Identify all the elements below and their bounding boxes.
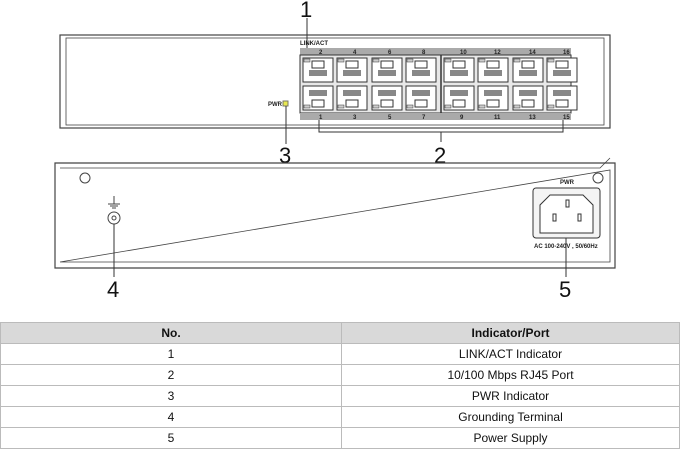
port-number: 10 [460,50,467,56]
port-number: 9 [460,115,464,121]
pwr-label: PWR [268,102,283,108]
port-label-strip-top [300,48,571,55]
cell-indicator: Power Supply [341,427,680,449]
port-number: 2 [319,50,323,56]
port-label-strip-bottom [300,113,571,120]
rj45-port-icon [512,57,544,83]
rj45-port-icon [443,85,475,111]
callout-5: 5 [559,277,571,302]
rj45-port-icon [336,85,368,111]
cell-indicator: PWR Indicator [341,385,680,407]
front-panel [59,34,611,129]
port-number: 4 [353,50,357,56]
port-number: 7 [422,115,426,121]
cell-no: 4 [0,406,342,428]
rear-panel [54,157,616,269]
grounding-terminal-icon [107,196,121,225]
port-number: 5 [388,115,392,121]
callout-2: 2 [434,143,446,168]
cell-indicator: 10/100 Mbps RJ45 Port [341,364,680,386]
rj45-port-icon [371,85,403,111]
header-no: No. [0,322,342,344]
port-number: 3 [353,115,357,121]
rj45-port-icon [302,85,334,111]
cell-no: 3 [0,385,342,407]
cell-no: 1 [0,343,342,365]
link-act-label: LINK/ACT [300,41,328,47]
cell-no: 5 [0,427,342,449]
rear-pwr-label: PWR [560,180,575,186]
pwr-led [282,100,289,107]
cell-indicator: Grounding Terminal [341,406,680,428]
port-number: 11 [494,115,501,121]
rj45-port-icon [512,85,544,111]
port-number: 14 [529,50,536,56]
port-number: 6 [388,50,392,56]
rj45-port-icon [405,57,437,83]
port-number: 8 [422,50,426,56]
rj45-port-icon [302,57,334,83]
rj45-port-icon [371,57,403,83]
rj45-port-icon [546,57,578,83]
rj45-port-icon [546,85,578,111]
cell-no: 2 [0,364,342,386]
callout-1: 1 [300,0,312,22]
rj45-port-icon [336,57,368,83]
port-number: 16 [563,50,570,56]
port-number: 1 [319,115,323,121]
callout-3: 3 [279,143,291,168]
port-number: 12 [494,50,501,56]
port-number: 15 [563,115,570,121]
callout-4: 4 [107,277,119,302]
rj45-port-icon [477,57,509,83]
rj45-port-icon [443,57,475,83]
cell-indicator: LINK/ACT Indicator [341,343,680,365]
header-indicator-port: Indicator/Port [341,322,680,344]
rj45-port-icon [405,85,437,111]
port-number: 13 [529,115,536,121]
rj45-port-icon [477,85,509,111]
power-socket-icon [532,187,601,239]
